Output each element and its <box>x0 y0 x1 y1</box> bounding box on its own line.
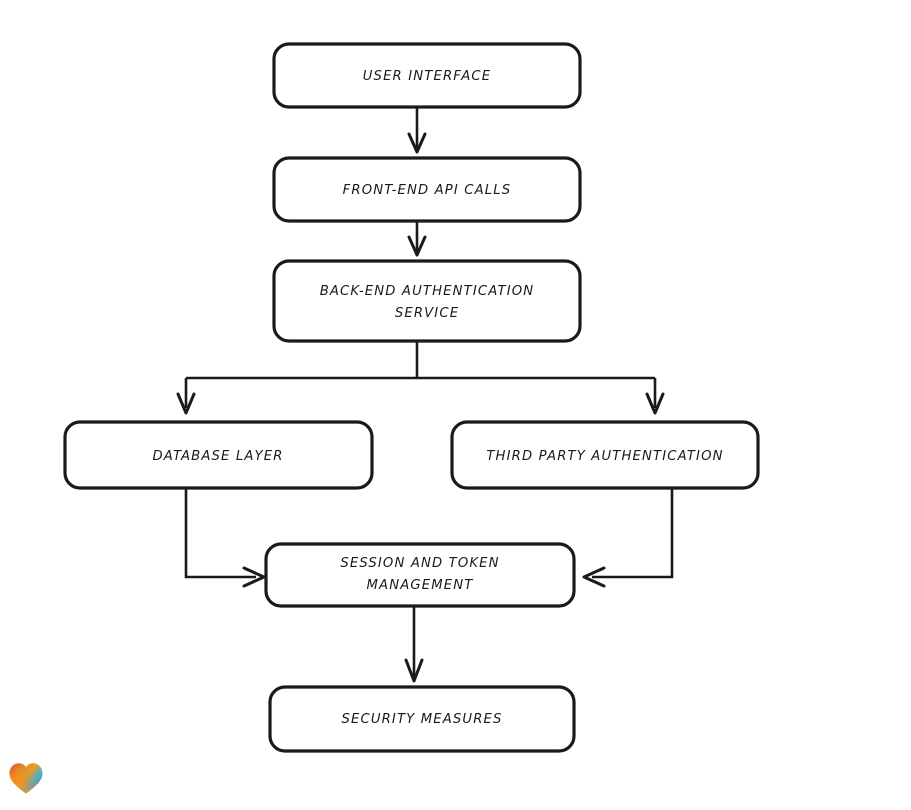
edge-user-interface-to-front-end-api-calls <box>407 107 427 154</box>
heart-logo-icon <box>9 763 43 794</box>
edge-front-end-api-calls-to-back-end-authentication-service <box>407 221 427 257</box>
arrow-head-icon-right <box>645 392 665 415</box>
node-security-measures[interactable]: SECURITY MEASURES <box>268 685 576 753</box>
node-label-user-interface: USER INTERFACE <box>363 69 492 84</box>
edge-third-party-authentication-to-session-and-token-management <box>582 488 674 588</box>
arrow-head-icon-left <box>176 392 196 415</box>
node-label-security-measures: SECURITY MEASURES <box>341 712 502 727</box>
node-box-database-layer <box>63 420 374 490</box>
node-label-back-end-authentication-service-line2: SERVICE <box>395 306 459 321</box>
node-label-session-and-token-management-line1: SESSION AND TOKEN <box>340 556 499 571</box>
node-box-third-party-authentication <box>450 420 760 490</box>
node-session-and-token-management[interactable]: SESSION AND TOKEN MANAGEMENT <box>264 542 576 608</box>
node-label-back-end-authentication-service-line1: BACK-END AUTHENTICATION <box>320 284 535 299</box>
node-label-third-party-authentication: THIRD PARTY AUTHENTICATION <box>486 449 723 464</box>
node-box-user-interface <box>272 42 582 109</box>
node-label-session-and-token-management-line2: MANAGEMENT <box>367 578 474 593</box>
edge-session-and-token-management-to-security-measures <box>404 606 424 683</box>
edge-line <box>592 488 674 579</box>
arrow-head-icon <box>407 132 427 154</box>
node-box-session-and-token-management <box>264 542 576 608</box>
node-box-security-measures <box>268 685 576 753</box>
node-user-interface[interactable]: USER INTERFACE <box>272 42 582 109</box>
node-third-party-authentication[interactable]: THIRD PARTY AUTHENTICATION <box>450 420 760 490</box>
edge-back-end-service-split <box>176 341 665 415</box>
edge-line <box>184 488 256 579</box>
arrow-head-icon <box>582 566 606 588</box>
node-back-end-authentication-service[interactable]: BACK-END AUTHENTICATION SERVICE <box>272 259 582 343</box>
node-label-database-layer: DATABASE LAYER <box>152 449 283 464</box>
node-front-end-api-calls[interactable]: FRONT-END API CALLS <box>272 156 582 223</box>
node-database-layer[interactable]: DATABASE LAYER <box>63 420 374 490</box>
node-box-back-end-authentication-service <box>272 259 582 343</box>
arrow-head-icon <box>404 658 424 683</box>
edge-database-layer-to-session-and-token-management <box>184 488 266 588</box>
node-label-front-end-api-calls: FRONT-END API CALLS <box>343 183 512 198</box>
node-box-front-end-api-calls <box>272 156 582 223</box>
arrow-head-icon <box>407 235 427 257</box>
arrow-head-icon <box>242 566 266 588</box>
